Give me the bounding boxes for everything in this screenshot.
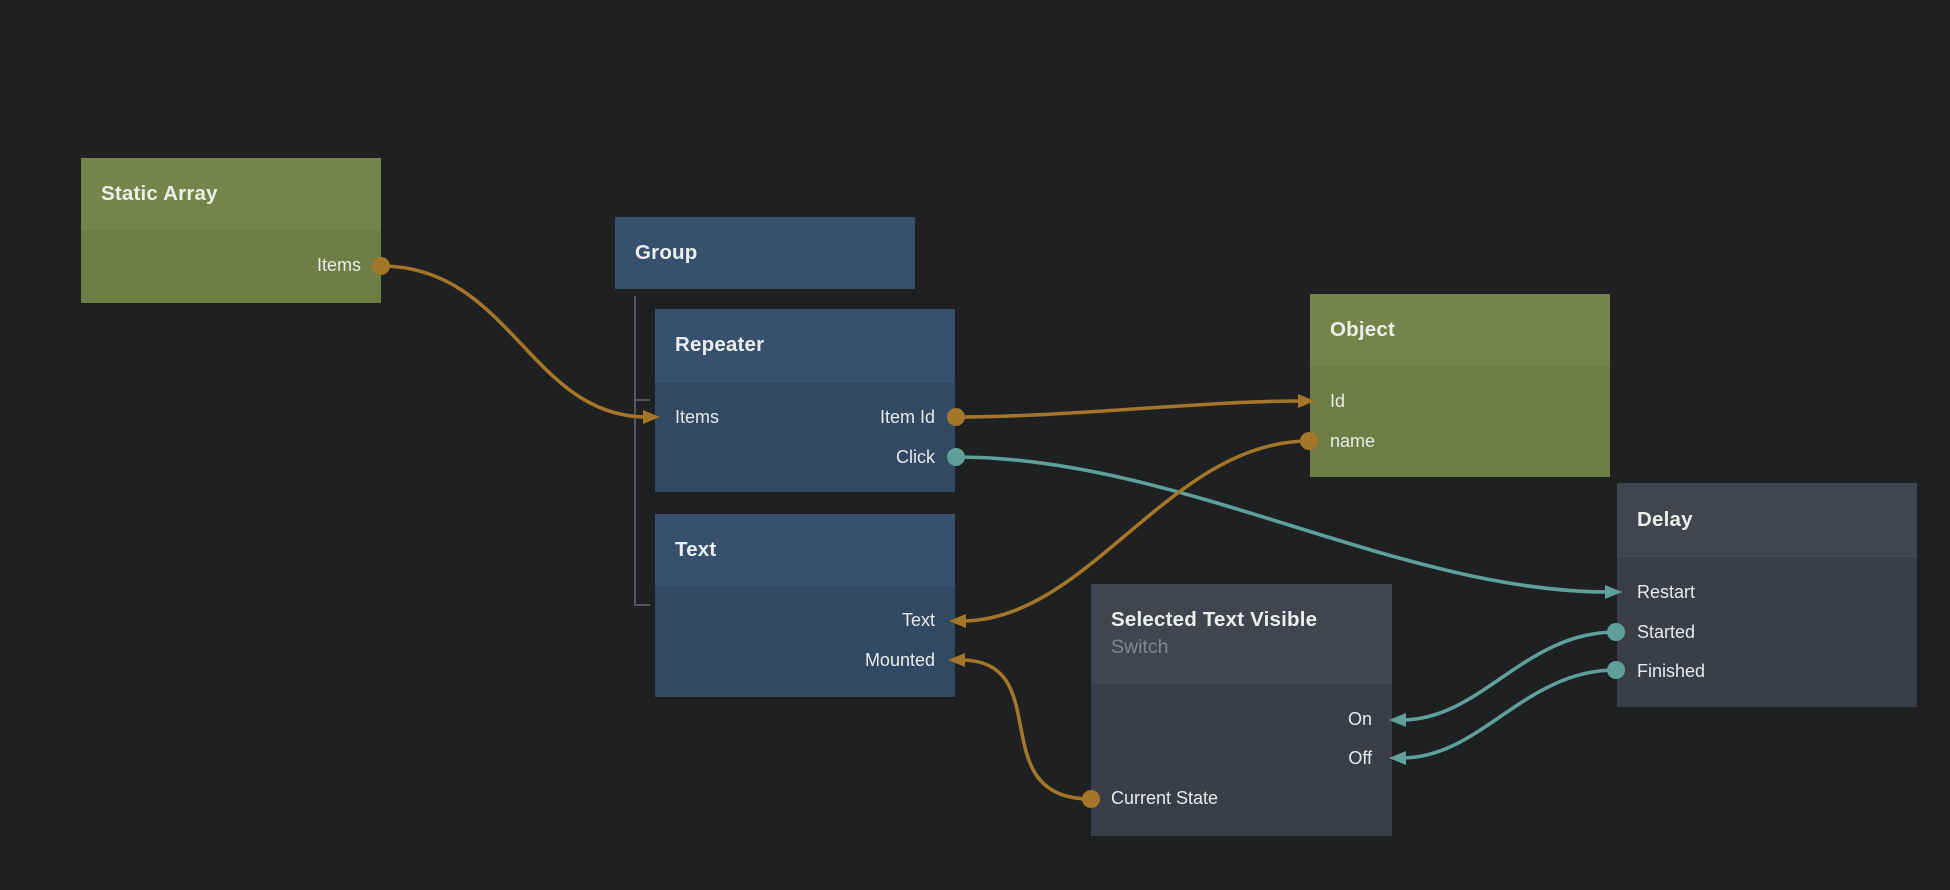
node-title: Delay: [1637, 507, 1693, 531]
node-title: Repeater: [675, 333, 765, 356]
node-header[interactable]: Text: [655, 514, 955, 585]
node-header[interactable]: Object: [1310, 294, 1610, 365]
node-title: Static Array: [101, 181, 218, 205]
node-body: [1091, 683, 1392, 836]
wire-path[interactable]: [960, 658, 1092, 801]
wire-repeater-item-id-to-object-id[interactable]: [947, 394, 1315, 426]
node-title: Group: [635, 241, 698, 264]
wire-path[interactable]: [955, 455, 1610, 594]
node-header[interactable]: Delay: [1617, 483, 1917, 556]
node-body: [1617, 556, 1917, 707]
port-repeater-item-id[interactable]: Item Id: [879, 407, 935, 427]
wire-switch-current-state-to-text-mounted[interactable]: [948, 653, 1100, 808]
port-selected-text-visible-current-state[interactable]: Current State: [1111, 788, 1219, 808]
node-header[interactable]: Group: [615, 217, 915, 289]
node-title: Selected Text Visible: [1111, 608, 1318, 631]
wire-path[interactable]: [955, 399, 1303, 419]
port-object-id[interactable]: Id: [1330, 391, 1346, 411]
node-header[interactable]: Repeater: [655, 309, 955, 381]
port-static-array-items[interactable]: Items: [316, 255, 361, 275]
node-group[interactable]: Group: [615, 217, 915, 289]
wire-path[interactable]: [380, 264, 648, 419]
wire-path[interactable]: [1401, 630, 1617, 722]
port-repeater-items[interactable]: Items: [675, 407, 720, 427]
port-delay-started[interactable]: Started: [1637, 622, 1696, 642]
wire-delay-finished-to-switch-off[interactable]: [1389, 661, 1625, 765]
port-delay-restart[interactable]: Restart: [1637, 582, 1696, 602]
port-delay-finished[interactable]: Finished: [1637, 661, 1706, 681]
port-selected-text-visible-on[interactable]: On: [1347, 709, 1372, 729]
wire-delay-started-to-switch-on[interactable]: [1389, 623, 1625, 727]
port-text-mounted[interactable]: Mounted: [864, 650, 935, 670]
node-body: [655, 585, 955, 697]
group-children-spine: [634, 296, 650, 606]
node-body: [81, 229, 381, 303]
port-text-text[interactable]: Text: [901, 610, 935, 630]
node-body: [1310, 365, 1610, 477]
node-title: Text: [675, 537, 717, 561]
node-header[interactable]: Static Array: [81, 158, 381, 229]
wire-path[interactable]: [1401, 668, 1617, 760]
port-selected-text-visible-off[interactable]: Off: [1348, 748, 1372, 768]
node-subtitle: Switch: [1111, 636, 1169, 658]
port-object-name[interactable]: name: [1330, 431, 1376, 451]
port-repeater-click[interactable]: Click: [896, 447, 935, 467]
node-title: Object: [1330, 317, 1395, 341]
node-body: [655, 381, 955, 492]
